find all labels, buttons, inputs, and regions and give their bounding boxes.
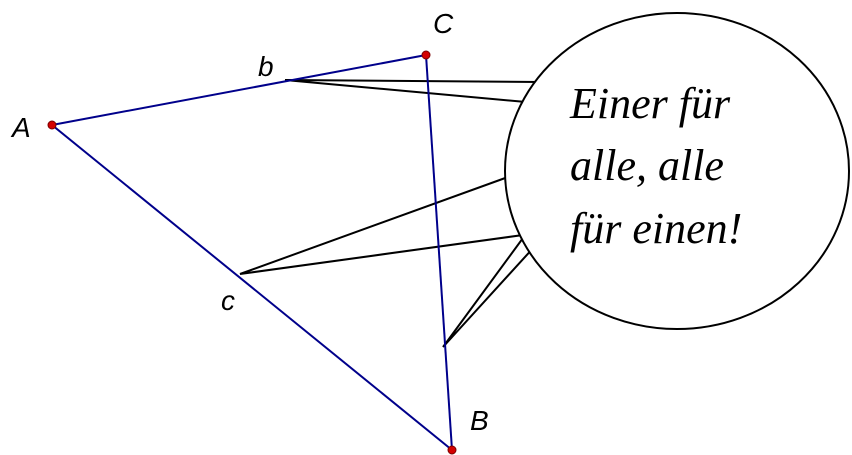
pointer-to-b <box>284 79 541 103</box>
bubble-line-2: alle, alle <box>570 141 724 190</box>
pointer-to-bc <box>442 237 536 348</box>
vertex-a-point <box>47 120 57 130</box>
vertex-b-point <box>447 445 457 455</box>
bubble-line-1: Einer für <box>569 79 731 128</box>
label-side-b: b <box>258 51 274 82</box>
side-ac <box>51 54 427 126</box>
pointer-to-c <box>239 176 524 275</box>
side-cb <box>425 54 453 451</box>
bubble-line-3: für einen! <box>570 204 742 253</box>
vertex-c-point <box>421 50 431 60</box>
label-side-c: c <box>221 285 235 316</box>
triangle <box>51 54 453 451</box>
label-c: C <box>433 8 454 39</box>
vertex-points <box>47 50 457 455</box>
bubble-text: Einer für alle, alle für einen! <box>569 79 742 253</box>
side-ab <box>51 124 453 451</box>
label-a: A <box>10 112 31 143</box>
label-b: B <box>470 405 489 436</box>
callout-pointers <box>239 79 541 348</box>
speech-bubble <box>504 12 850 330</box>
